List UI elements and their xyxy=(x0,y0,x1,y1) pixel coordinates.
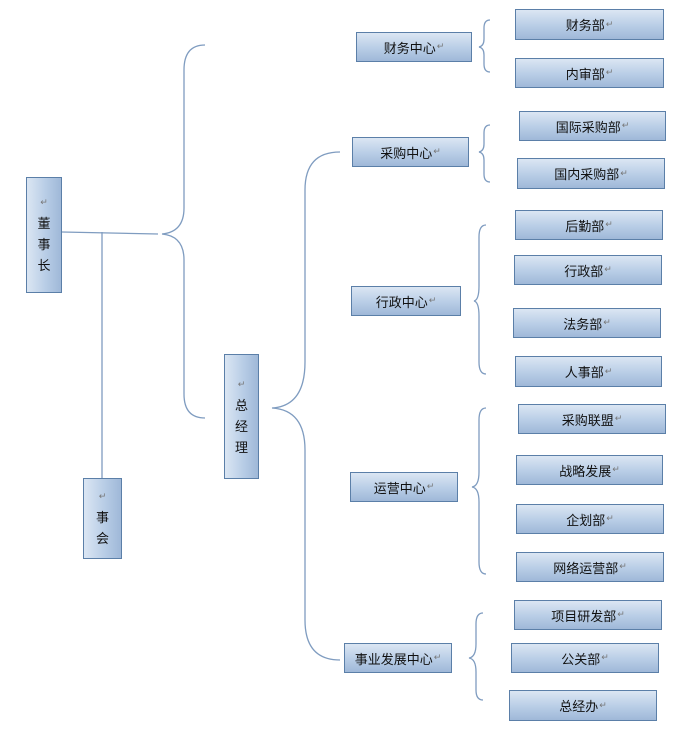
paragraph-mark-icon: ↵ xyxy=(599,700,607,711)
finance-brace xyxy=(478,19,491,73)
dept-logistics: 后勤部↵ xyxy=(515,210,663,240)
dept-planning-label: 企划部 xyxy=(566,513,606,529)
paragraph-mark-icon: ↵ xyxy=(621,121,630,131)
dept-intl-purchase-label: 国际采购部 xyxy=(555,120,621,136)
paragraph-mark-icon: ↵ xyxy=(436,42,445,52)
dept-legal-label: 法务部 xyxy=(563,317,603,333)
chairman-connector xyxy=(61,231,159,235)
paragraph-mark-icon: ↵ xyxy=(426,482,435,492)
dept-admin-label: 行政部 xyxy=(564,264,604,280)
paragraph-mark-icon: ↵ xyxy=(237,379,246,390)
dept-purchase-alliance: 采购联盟↵ xyxy=(518,404,666,434)
paragraph-mark-icon: ↵ xyxy=(612,465,620,475)
chairman-char-3: 长 xyxy=(37,259,51,274)
dept-finance: 财务部↵ xyxy=(515,9,664,40)
paragraph-mark-icon: ↵ xyxy=(605,220,613,230)
dept-domestic-purchase-label: 国内采购部 xyxy=(554,168,620,183)
dept-network-ops: 网络运营部↵ xyxy=(516,552,664,582)
purchase-brace xyxy=(478,124,491,183)
dept-logistics-label: 后勤部 xyxy=(565,219,605,235)
center-admin: 行政中心↵ xyxy=(351,286,461,316)
dept-project-rd-label: 项目研发部 xyxy=(551,609,617,625)
paragraph-mark-icon: ↵ xyxy=(620,168,628,179)
dept-audit: 内审部↵ xyxy=(515,58,664,88)
chairman-char-1: 董 xyxy=(37,217,51,232)
dept-pr-label: 公关部 xyxy=(561,652,601,668)
dept-strategy-label: 战略发展 xyxy=(559,464,612,480)
center-ops-label: 运营中心 xyxy=(373,481,426,497)
gm-char-3: 理 xyxy=(234,440,248,456)
dept-audit-label: 内审部 xyxy=(565,67,605,83)
paragraph-mark-icon: ↵ xyxy=(614,414,623,424)
dept-domestic-purchase: 国内采购部↵ xyxy=(517,158,665,189)
dept-strategy: 战略发展↵ xyxy=(516,455,663,485)
chairman-box: ↵ 董 事 长 xyxy=(26,177,62,293)
dept-hr-label: 人事部 xyxy=(564,366,604,381)
gm-char-1: 总 xyxy=(234,398,248,414)
paragraph-mark-icon: ↵ xyxy=(40,198,48,208)
gm-brace xyxy=(271,151,341,661)
admin-brace xyxy=(473,224,487,375)
board-box: ↵ 事 会 xyxy=(83,478,122,559)
dept-hr: 人事部↵ xyxy=(515,356,662,387)
dept-purchase-alliance-label: 采购联盟 xyxy=(561,413,614,429)
center-purchase: 采购中心↵ xyxy=(352,137,469,167)
center-admin-label: 行政中心 xyxy=(375,295,428,311)
paragraph-mark-icon: ↵ xyxy=(604,265,612,275)
paragraph-mark-icon: ↵ xyxy=(604,366,613,377)
dept-gm-office: 总经办↵ xyxy=(509,690,657,721)
paragraph-mark-icon: ↵ xyxy=(605,68,614,78)
paragraph-mark-icon: ↵ xyxy=(603,318,611,328)
ops-brace xyxy=(471,407,487,575)
chairman-char-2: 事 xyxy=(37,238,51,253)
board-char-1: 事 xyxy=(95,511,109,526)
dept-project-rd: 项目研发部↵ xyxy=(514,600,662,630)
paragraph-mark-icon: ↵ xyxy=(617,610,625,620)
dept-gm-office-label: 总经办 xyxy=(559,700,599,715)
gm-box: ↵ 总 经 理 xyxy=(224,354,259,479)
paragraph-mark-icon: ↵ xyxy=(606,514,614,524)
dept-pr: 公关部↵ xyxy=(511,643,659,673)
paragraph-mark-icon: ↵ xyxy=(601,653,609,663)
center-finance: 财务中心↵ xyxy=(356,32,472,62)
paragraph-mark-icon: ↵ xyxy=(433,147,441,157)
dept-network-ops-label: 网络运营部 xyxy=(553,561,619,577)
bizdev-brace xyxy=(468,612,484,701)
center-ops: 运营中心↵ xyxy=(350,472,458,502)
paragraph-mark-icon: ↵ xyxy=(605,19,614,30)
center-finance-label: 财务中心 xyxy=(383,41,436,57)
gm-char-2: 经 xyxy=(234,419,248,435)
center-purchase-label: 采购中心 xyxy=(380,146,433,162)
chairman-brace xyxy=(161,44,206,419)
paragraph-mark-icon: ↵ xyxy=(428,296,437,306)
dept-intl-purchase: 国际采购部↵ xyxy=(519,111,666,141)
center-bizdev-label: 事业发展中心 xyxy=(354,652,433,668)
paragraph-mark-icon: ↵ xyxy=(98,492,107,502)
dept-legal: 法务部↵ xyxy=(513,308,661,338)
dept-planning: 企划部↵ xyxy=(516,504,664,534)
dept-finance-label: 财务部 xyxy=(565,19,605,34)
center-bizdev: 事业发展中心↵ xyxy=(344,643,452,673)
board-char-2: 会 xyxy=(95,532,109,547)
dept-admin: 行政部↵ xyxy=(514,255,662,285)
paragraph-mark-icon: ↵ xyxy=(619,562,627,572)
paragraph-mark-icon: ↵ xyxy=(433,653,442,663)
